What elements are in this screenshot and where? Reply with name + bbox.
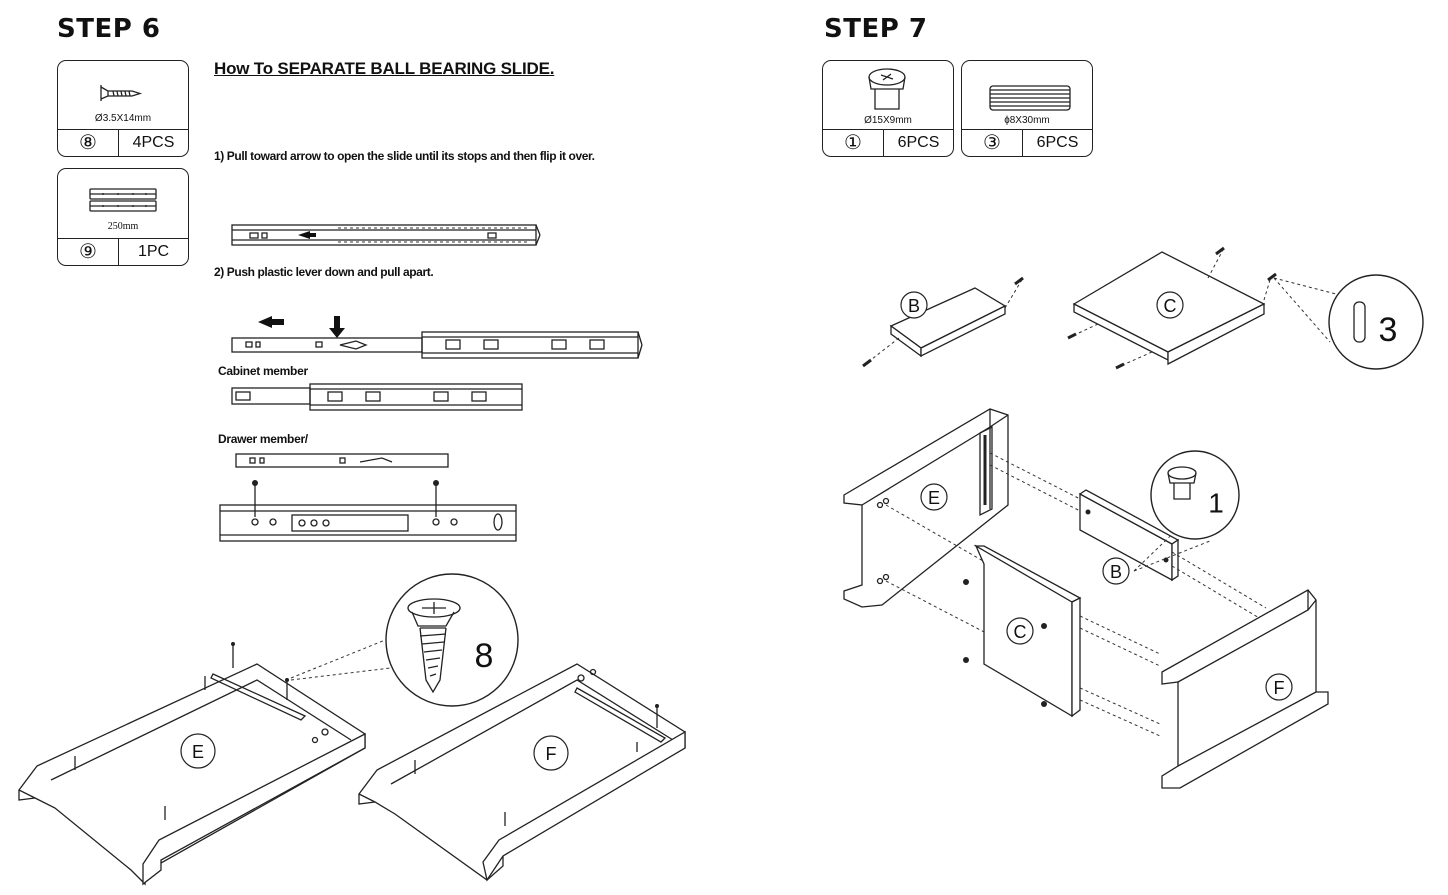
part-number: ⑧ bbox=[79, 132, 97, 154]
part-row: ⑨ 1PC bbox=[58, 238, 188, 265]
board-c-marker: C bbox=[1156, 291, 1184, 319]
part-number: ③ bbox=[983, 132, 1001, 154]
panel-f-step7-marker: F bbox=[1265, 673, 1293, 701]
step-6-title: STEP 6 bbox=[57, 14, 161, 44]
cabinet-member-diagram bbox=[231, 383, 523, 411]
instruction-1: 1) Pull toward arrow to open the slide u… bbox=[214, 149, 595, 163]
panel-e-marker: E bbox=[180, 733, 216, 769]
dowel-callout-number: 3 bbox=[1379, 311, 1398, 349]
part-spec: 250mm bbox=[107, 221, 139, 232]
pull-apart-diagram bbox=[231, 316, 643, 359]
slide-heading: How To SEPARATE BALL BEARING SLIDE. bbox=[214, 59, 555, 78]
panel-e-step7-diagram bbox=[843, 408, 1089, 636]
dowel-callout: 3 bbox=[1273, 274, 1424, 370]
part-spec: Ø15X9mm bbox=[864, 115, 912, 126]
part-spec: Ø3.5X14mm bbox=[94, 113, 152, 124]
panel-e-step7-label: E bbox=[928, 488, 940, 508]
part-quantity: 6PCS bbox=[1036, 134, 1079, 151]
board-b-marker: B bbox=[900, 291, 928, 319]
step-7-title: STEP 7 bbox=[824, 14, 928, 44]
part-row: ⑧ 4PCS bbox=[58, 129, 188, 156]
board-c-front-marker: C bbox=[1006, 617, 1034, 645]
panel-f-label: F bbox=[546, 744, 557, 764]
part-quantity: 6PCS bbox=[897, 134, 940, 151]
board-c-front-label: C bbox=[1014, 622, 1027, 642]
panel-e-step6-diagram bbox=[18, 631, 408, 886]
panel-e-label: E bbox=[192, 742, 204, 762]
part-box-slide: 250mm ⑨ 1PC bbox=[57, 168, 189, 266]
part-spec: ɸ8X30mm bbox=[1004, 115, 1050, 126]
board-b-back-diagram bbox=[1078, 489, 1267, 623]
board-b-label: B bbox=[908, 296, 920, 316]
callout-number: 8 bbox=[475, 637, 494, 675]
part-number: ① bbox=[844, 132, 862, 154]
cam-callout-number: 1 bbox=[1208, 488, 1224, 519]
board-b-dowels-diagram bbox=[862, 276, 1024, 368]
part-box-screw: Ø3.5X14mm ⑧ 4PCS bbox=[57, 60, 189, 157]
instruction-2: 2) Push plastic lever down and pull apar… bbox=[214, 265, 434, 279]
board-c-dowels-diagram bbox=[1067, 246, 1277, 370]
part-box-cam-lock: Ø15X9mm ① 6PCS bbox=[822, 60, 954, 157]
board-b-back-marker: B bbox=[1102, 557, 1130, 585]
board-b-back-label: B bbox=[1110, 562, 1122, 582]
part-row: ① 6PCS bbox=[823, 129, 953, 156]
part-row: ③ 6PCS bbox=[962, 129, 1092, 156]
slide-with-screws-diagram bbox=[219, 480, 517, 542]
cabinet-member-label: Cabinet member bbox=[218, 364, 308, 378]
cam-lock-callout: 1 bbox=[1133, 450, 1240, 572]
part-number: ⑨ bbox=[79, 241, 97, 263]
panel-f-marker: F bbox=[533, 735, 569, 771]
screw-callout: 8 bbox=[385, 573, 519, 707]
panel-f-step7-label: F bbox=[1274, 678, 1285, 698]
part-box-dowel: ɸ8X30mm ③ 6PCS bbox=[961, 60, 1093, 157]
panel-e-step7-marker: E bbox=[920, 483, 948, 511]
part-quantity: 1PC bbox=[137, 243, 170, 260]
closed-slide-diagram bbox=[231, 224, 541, 246]
panel-f-step6-diagram bbox=[358, 663, 686, 882]
board-c-label: C bbox=[1164, 296, 1177, 316]
drawer-member-label: Drawer member/ bbox=[218, 432, 308, 446]
drawer-member-diagram bbox=[235, 453, 449, 468]
part-quantity: 4PCS bbox=[132, 134, 175, 151]
panel-f-step7-diagram bbox=[1161, 589, 1329, 789]
